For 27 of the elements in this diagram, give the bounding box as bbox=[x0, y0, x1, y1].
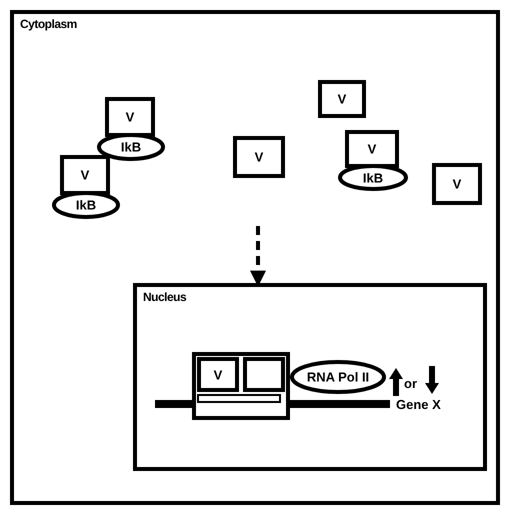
protein-label: V bbox=[212, 367, 224, 382]
protein-box bbox=[318, 80, 366, 118]
protein-label: V bbox=[452, 176, 462, 192]
protein-label: V bbox=[80, 168, 90, 182]
compartment-label: Nucleus bbox=[143, 290, 186, 304]
protein-label: IkB bbox=[362, 170, 384, 185]
protein-box bbox=[105, 97, 155, 137]
protein-ellipse bbox=[290, 360, 386, 394]
protein-label: RNA Pol II bbox=[306, 370, 370, 384]
protein-box bbox=[192, 352, 290, 420]
protein-box bbox=[197, 357, 239, 392]
protein-label: IkB bbox=[74, 198, 98, 212]
compartment-box bbox=[10, 10, 500, 505]
protein-label: IkB bbox=[120, 140, 142, 154]
protein-box bbox=[60, 155, 110, 195]
protein-box bbox=[432, 163, 482, 205]
gene-label: Gene X bbox=[396, 397, 441, 412]
protein-label: V bbox=[366, 142, 378, 156]
conjunction-label: or bbox=[404, 376, 417, 391]
protein-label: V bbox=[254, 150, 264, 164]
protein-box bbox=[233, 136, 285, 178]
compartment-box bbox=[133, 283, 487, 471]
protein-label: V bbox=[124, 110, 136, 124]
protein-box bbox=[243, 357, 285, 392]
protein-label: V bbox=[336, 92, 348, 106]
compartment-label: Cytoplasm bbox=[20, 17, 77, 31]
protein-box bbox=[345, 130, 399, 168]
